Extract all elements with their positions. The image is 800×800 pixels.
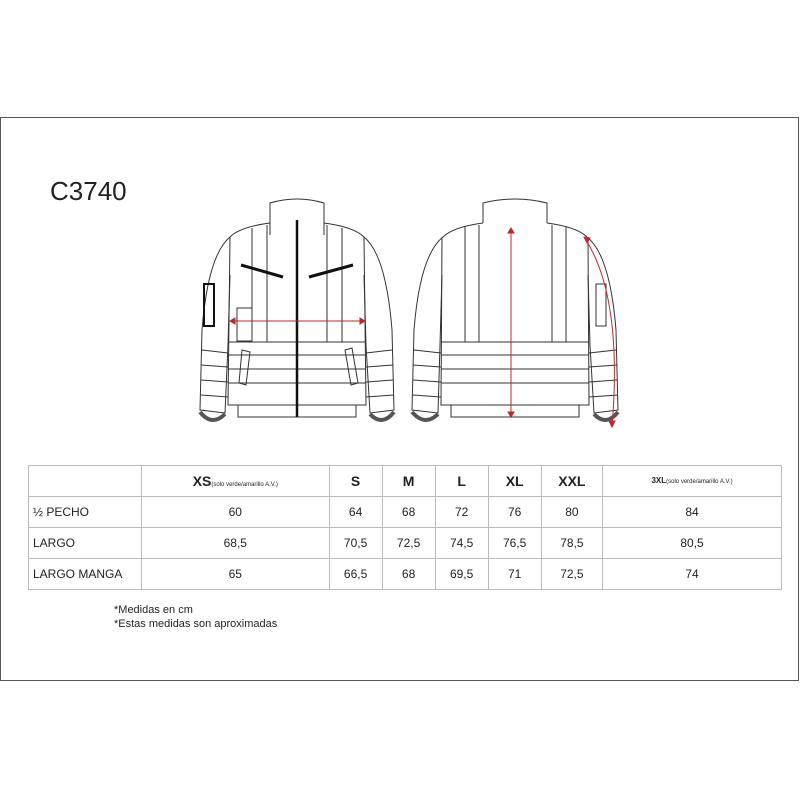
page-frame [0,117,799,681]
cell: 68 [381,496,436,528]
cell: 68,5 [141,527,330,559]
cell: 72 [434,496,489,528]
jacket-technical-drawing [198,198,620,429]
header-size-xxl: XXL [540,465,604,497]
header-empty [28,465,142,497]
size-table: XS(solo verde/amarillo A.V.) S M L XL XX… [28,465,782,590]
cell: 64 [328,496,383,528]
notes: *Medidas en cm *Estas medidas son aproxi… [114,603,277,631]
header-size-s: S [328,465,383,497]
cell: 70,5 [328,527,383,559]
cell: 60 [141,496,330,528]
cell: 74,5 [434,527,489,559]
cell: 72,5 [381,527,436,559]
jacket-front [198,198,396,422]
table-row: LARGO 68,5 70,5 72,5 74,5 76,5 78,5 80,5 [28,527,782,559]
note-units: *Medidas en cm [114,604,193,616]
header-size-l: L [434,465,489,497]
header-size-m: M [381,465,436,497]
cell: 78,5 [540,527,604,559]
cell: 76 [487,496,542,528]
jacket-back [410,198,620,429]
row-label: ½ PECHO [28,496,142,528]
row-label: LARGO MANGA [28,558,142,590]
table-row: ½ PECHO 60 64 68 72 76 80 84 [28,496,782,528]
cell: 69,5 [434,558,489,590]
table-header-row: XS(solo verde/amarillo A.V.) S M L XL XX… [28,465,782,497]
cell: 80,5 [602,527,782,559]
row-label: LARGO [28,527,142,559]
cell: 65 [141,558,330,590]
model-code: C3740 [50,176,127,206]
cell: 76,5 [487,527,542,559]
cell: 72,5 [540,558,604,590]
cell: 84 [602,496,782,528]
cell: 74 [602,558,782,590]
header-size-3xl: 3XL(solo verde/amarillo A.V.) [602,465,782,497]
cell: 80 [540,496,604,528]
cell: 71 [487,558,542,590]
note-approximate: *Estas medidas son aproximadas [114,618,278,630]
header-size-xl: XL [487,465,542,497]
header-size-xs: XS(solo verde/amarillo A.V.) [141,465,330,497]
cell: 66,5 [328,558,383,590]
cell: 68 [381,558,436,590]
table-row: LARGO MANGA 65 66,5 68 69,5 71 72,5 74 [28,558,782,590]
